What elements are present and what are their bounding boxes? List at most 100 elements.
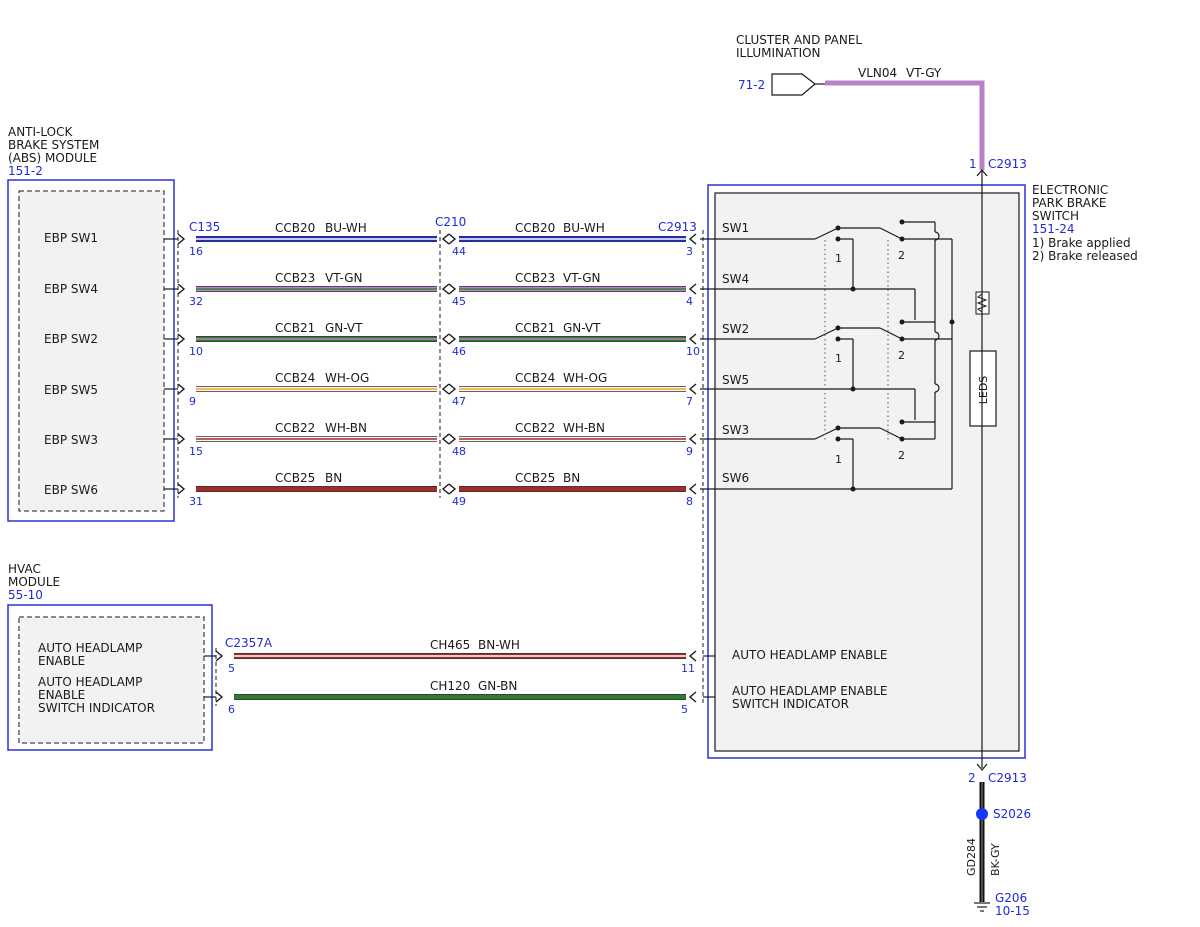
epb-position-2-label: 2 (898, 449, 905, 462)
c210-pin-number: 46 (452, 345, 466, 358)
c2913-hvac-terminal (688, 650, 697, 662)
hvac-wire-color-label: GN-BN (478, 679, 517, 693)
splice-label: S2026 (993, 807, 1031, 821)
epb-inner-box (714, 192, 1020, 752)
c210-pin-number: 45 (452, 295, 466, 308)
epb-note-2: 2) Brake released (1032, 249, 1138, 263)
c2357a-pin-number: 6 (228, 703, 235, 716)
c2913-terminal (688, 333, 697, 345)
abs-title-line-1: ANTI-LOCK (8, 125, 73, 139)
illumination-connector-shape (771, 73, 816, 96)
abs-ref: 151-2 (8, 164, 43, 178)
wire-color-label: WH-BN (563, 421, 605, 435)
wire-circuit-label: CCB20 (515, 221, 555, 235)
c210-pin-number: 49 (452, 495, 466, 508)
illumination-feed: CLUSTER AND PANEL ILLUMINATION 71-2 VLN0… (736, 33, 1027, 768)
wire-color-label: VT-GN (563, 271, 600, 285)
wire-color-label: BN (325, 471, 342, 485)
hvac-ref: 55-10 (8, 588, 43, 602)
epb-auto-enable-label: AUTO HEADLAMP ENABLE (732, 648, 887, 662)
c2913-terminal (688, 433, 697, 445)
ground-color-code: BK-GY (989, 843, 1002, 876)
c135-terminal (177, 233, 186, 245)
c210-pin-number: 48 (452, 445, 466, 458)
c210-terminal-left (441, 433, 450, 445)
hvac-inner-box (18, 616, 205, 744)
c2913-terminal (688, 233, 697, 245)
c210-terminal-left (441, 483, 450, 495)
wire-circuit-label: CCB23 (275, 271, 315, 285)
epb-title-line-2: PARK BRAKE (1032, 196, 1106, 210)
c210-terminal-left (441, 233, 450, 245)
c210-terminal-right (448, 283, 457, 295)
c2913-pin-number: 10 (686, 345, 700, 358)
c135-terminal (177, 283, 186, 295)
epb-ref: 151-24 (1032, 222, 1075, 236)
wire-color-label: BU-WH (563, 221, 605, 235)
c135-terminal (177, 383, 186, 395)
illumination-color-code: VT-GY (906, 66, 942, 80)
c2357a-terminal (215, 691, 224, 703)
wire-color-label: WH-OG (325, 371, 369, 385)
c2913-hvac-pin-number: 5 (681, 703, 688, 716)
c2913-top-label: C2913 (988, 157, 1027, 171)
c135-label: C135 (189, 220, 220, 234)
wire-circuit-label: CCB25 (275, 471, 315, 485)
c135-pin-number: 15 (189, 445, 203, 458)
abs-pin-label: EBP SW4 (44, 282, 98, 296)
connector-outlines (177, 230, 704, 706)
c210-terminal-left (441, 383, 450, 395)
abs-pin-label: EBP SW2 (44, 332, 98, 346)
epb-title-line-1: ELECTRONIC (1032, 183, 1108, 197)
c210-terminal-right (448, 383, 457, 395)
splice-dot (976, 808, 988, 820)
abs-inner-box (18, 190, 165, 512)
epb-note-1: 1) Brake applied (1032, 236, 1131, 250)
wire-circuit-label: CCB22 (275, 421, 315, 435)
c135-terminal (177, 433, 186, 445)
leds-box (969, 350, 997, 427)
wire-circuit-label: CCB20 (275, 221, 315, 235)
epb-junction-dots (835, 219, 955, 492)
epb-pin-label: SW2 (722, 322, 749, 336)
epb-pin-label: SW5 (722, 373, 749, 387)
epb-pin-label: SW1 (722, 221, 749, 235)
wire-color-label: BN (563, 471, 580, 485)
leds-label: LEDS (977, 376, 990, 405)
epb-position-1-label: 1 (835, 352, 842, 365)
c2357a-pin-number: 5 (228, 662, 235, 675)
epb-position-1-label: 1 (835, 252, 842, 265)
c135-terminal (177, 483, 186, 495)
wire-circuit-label: CCB25 (515, 471, 555, 485)
resistor-zigzag (976, 293, 988, 313)
c2913-terminal (688, 283, 697, 295)
c2913-hvac-pin-number: 11 (681, 662, 695, 675)
hvac-wire-color-label: BN-WH (478, 638, 520, 652)
hvac-pin2-label: ENABLE (38, 688, 85, 702)
c2357a-terminal (215, 650, 224, 662)
hvac-wire-circuit-label: CH120 (430, 679, 470, 693)
epb-position-1-label: 1 (835, 453, 842, 466)
c2913-bottom-pin: 2 (968, 771, 976, 785)
abs-pin-label: EBP SW1 (44, 231, 98, 245)
illumination-ref: 71-2 (738, 78, 765, 92)
c2913-terminal (688, 383, 697, 395)
epb-switch-circuitry (700, 221, 953, 490)
hvac-module: HVAC MODULE 55-10 AUTO HEADLAMP ENABLE A… (7, 562, 213, 751)
ground-id: G206 (995, 891, 1027, 905)
c210-pin-number: 44 (452, 245, 466, 258)
hvac-pin2-label: SWITCH INDICATOR (38, 701, 155, 715)
abs-pin-label: EBP SW5 (44, 383, 98, 397)
c210-terminal-right (448, 483, 457, 495)
wire-circuit-label: CCB23 (515, 271, 555, 285)
c210-label: C210 (435, 215, 466, 229)
epb-switch-module: ELECTRONIC PARK BRAKE SWITCH 151-24 1) B… (700, 183, 1138, 759)
c2913-bottom-label: C2913 (988, 771, 1027, 785)
c210-terminal-left (441, 333, 450, 345)
hvac-wire-circuit-label: CH465 (430, 638, 470, 652)
wire-color-label: GN-VT (563, 321, 601, 335)
epb-mechanical-links (824, 240, 889, 440)
c2913-pin-number: 4 (686, 295, 693, 308)
c2913-top-pin: 1 (969, 157, 977, 171)
c210-terminal-right (448, 433, 457, 445)
